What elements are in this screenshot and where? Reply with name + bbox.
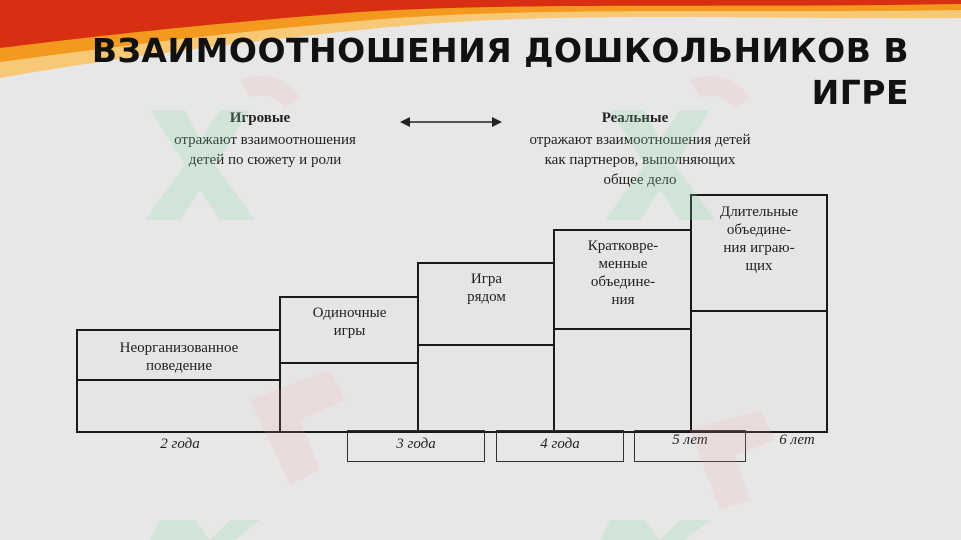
age-label: 5 лет [672, 432, 708, 448]
age-label: 2 года [160, 436, 200, 452]
stage-label: ния играю- [723, 240, 795, 256]
stage-divider [78, 379, 280, 381]
stage-label: поведение [146, 358, 212, 374]
age-label: 3 года [396, 436, 436, 452]
age-box [496, 430, 624, 462]
play-relations-desc-1: отражают взаимоотношения [174, 132, 356, 148]
age-label: 6 лет [779, 432, 815, 448]
stage-divider [419, 344, 554, 346]
age-label: 4 года [540, 436, 580, 452]
play-relations-desc-2: детей по сюжету и роли [188, 152, 342, 168]
stage-divider [692, 310, 826, 312]
stage-label: Игра [470, 271, 503, 287]
timeline-baseline [76, 431, 828, 433]
stage-box: Кратковре- менные объедине- ния [553, 229, 693, 433]
stage-box: Длительные объедине- ния играю- щих [690, 194, 828, 433]
stage-label: щих [745, 258, 773, 274]
stage-label: Одиночные [312, 305, 387, 321]
stage-label: ния [611, 292, 635, 308]
stage-box: Игра рядом [417, 262, 556, 433]
stage-label: игры [333, 323, 366, 339]
real-relations-desc-1: отражают взаимоотношения детей [529, 132, 751, 148]
stage-divider [281, 362, 418, 364]
stage-label: менные [598, 256, 648, 272]
age-box [634, 430, 746, 462]
real-relations-desc-2: как партнеров, выполняющих [544, 152, 736, 168]
stage-label: Длительные [719, 204, 799, 220]
stage-box: Одиночные игры [279, 296, 420, 433]
stage-label: рядом [467, 289, 506, 305]
stage-divider [555, 328, 691, 330]
stage-label: Кратковре- [587, 238, 659, 254]
age-box [347, 430, 485, 462]
double-arrow-icon [400, 117, 502, 127]
stage-box: Неорганизованное поведение [76, 329, 282, 433]
real-relations-desc-3: общее дело [603, 172, 677, 188]
real-relations-heading: Реальные [601, 110, 669, 126]
header-swoosh [0, 0, 961, 78]
slide-title: ВЗАИМООТНОШЕНИЯ ДОШКОЛЬНИКОВ В ИГРЕ [91, 31, 909, 112]
play-relations-heading: Игровые [229, 110, 291, 126]
stage-label: объедине- [590, 274, 656, 290]
stage-label: Неорганизованное [119, 340, 239, 356]
stage-label: объедине- [726, 222, 792, 238]
